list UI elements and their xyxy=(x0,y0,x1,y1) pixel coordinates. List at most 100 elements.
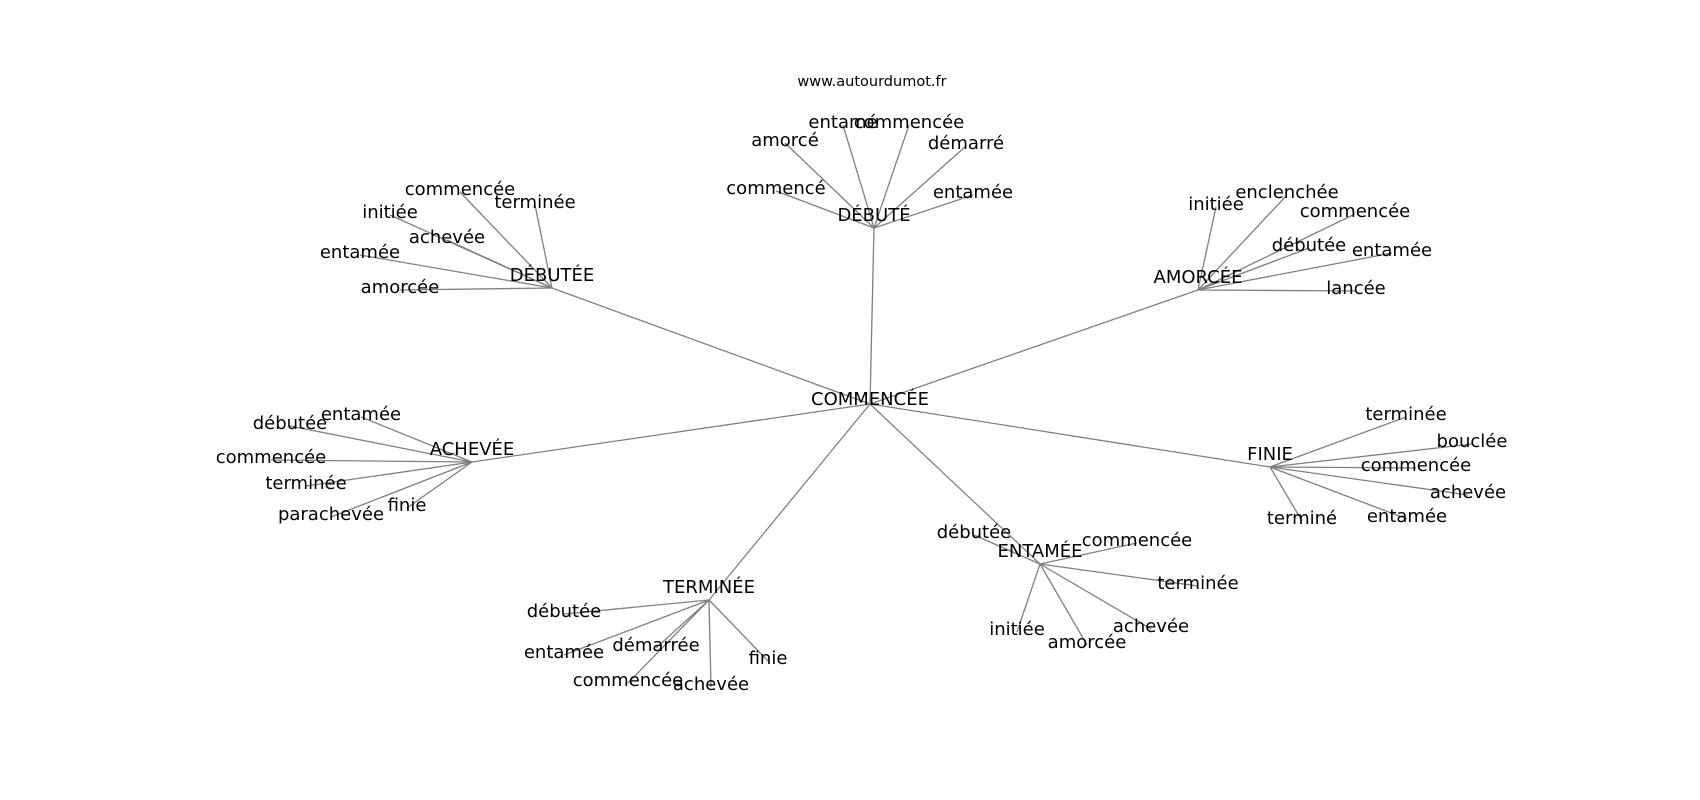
leaf-word-finie[interactable]: finie xyxy=(749,648,788,669)
edge-center-debutee xyxy=(551,287,871,405)
hub-word-finie[interactable]: FINIE xyxy=(1247,444,1293,465)
edge-debutee-commencee xyxy=(459,191,553,289)
edge-debute-commencee xyxy=(873,124,910,229)
leaf-word-entame[interactable]: entamé xyxy=(808,112,877,133)
leaf-word-debutee[interactable]: débutée xyxy=(527,601,602,622)
leaf-word-entamee[interactable]: entamée xyxy=(524,642,604,663)
watermark-text: www.autourdumot.fr xyxy=(797,74,946,90)
leaf-word-terminee[interactable]: terminée xyxy=(1365,404,1446,425)
leaf-word-commence[interactable]: commencé xyxy=(726,178,825,199)
edge-center-achevee xyxy=(471,403,871,463)
edge-finie-commencee xyxy=(1269,466,1417,469)
leaf-word-commencee[interactable]: commencée xyxy=(216,447,327,468)
edge-achevee-debutee xyxy=(289,425,473,463)
edge-terminee-debutee xyxy=(563,599,710,615)
edge-center-debute xyxy=(869,227,875,405)
hub-word-amorcee[interactable]: AMORCÉE xyxy=(1154,266,1243,288)
leaf-word-debutee[interactable]: débutée xyxy=(937,522,1012,543)
leaf-word-amorcee[interactable]: amorcée xyxy=(361,277,440,298)
leaf-word-initiee[interactable]: initiée xyxy=(1188,194,1244,215)
edge-achevee-terminee xyxy=(305,461,473,487)
leaf-word-initiee[interactable]: initiée xyxy=(362,202,418,223)
edge-amorcee-enclenchee xyxy=(1197,194,1288,291)
leaf-word-parachevee[interactable]: parachevée xyxy=(278,504,384,525)
leaf-word-entamee[interactable]: entamée xyxy=(1367,506,1447,527)
leaf-word-commencee[interactable]: commencée xyxy=(1082,530,1193,551)
edge-debute-entame xyxy=(842,124,875,229)
leaf-word-amorcee[interactable]: amorcée xyxy=(1048,632,1127,653)
edge-center-terminee xyxy=(708,403,871,601)
leaf-word-termine[interactable]: terminé xyxy=(1267,508,1337,529)
leaf-word-lancee[interactable]: lancée xyxy=(1326,278,1385,299)
leaf-word-commencee[interactable]: commencée xyxy=(1300,201,1411,222)
edge-terminee-entamee xyxy=(563,599,710,656)
edge-debute-entamee xyxy=(873,194,974,229)
edge-amorcee-entamee xyxy=(1197,252,1393,291)
leaf-word-entamee[interactable]: entamée xyxy=(320,242,400,263)
edge-achevee-parachevee xyxy=(330,461,473,518)
edge-amorcee-commencee xyxy=(1197,213,1356,291)
leaf-word-achevee[interactable]: achevée xyxy=(673,674,749,695)
edge-entamee-debutee xyxy=(973,534,1041,565)
edge-terminee-commencee xyxy=(627,599,710,684)
edge-entamee-amorcee xyxy=(1039,563,1088,646)
leaf-word-commencee[interactable]: commencée xyxy=(405,179,516,200)
leaf-word-achevee[interactable]: achevée xyxy=(1430,482,1506,503)
edge-terminee-demarree xyxy=(655,599,710,649)
leaf-word-commencee[interactable]: commencée xyxy=(573,670,684,691)
edge-terminee-achevee xyxy=(708,599,712,688)
leaf-word-finie[interactable]: finie xyxy=(388,495,427,516)
edge-entamee-commencee xyxy=(1039,542,1138,565)
leaf-word-achevee[interactable]: achevée xyxy=(1113,616,1189,637)
leaf-word-enclenchee[interactable]: enclenchée xyxy=(1235,182,1338,203)
edge-center-finie xyxy=(869,403,1271,468)
edge-finie-achevee xyxy=(1269,466,1469,496)
leaf-word-commencee[interactable]: commencée xyxy=(1361,455,1472,476)
leaf-word-demarre[interactable]: démarré xyxy=(928,133,1004,154)
edge-debute-amorce xyxy=(784,142,875,229)
center-word[interactable]: COMMENCÉE xyxy=(811,388,929,410)
leaf-word-bouclee[interactable]: bouclée xyxy=(1437,431,1508,452)
edge-finie-termine xyxy=(1269,466,1303,522)
edge-debute-demarre xyxy=(873,145,967,229)
leaf-word-debutee[interactable]: débutée xyxy=(253,413,328,434)
leaf-word-terminee[interactable]: terminée xyxy=(1157,573,1238,594)
edge-center-entamee xyxy=(869,403,1041,565)
leaf-word-entamee[interactable]: entamée xyxy=(1352,240,1432,261)
hub-word-terminee[interactable]: TERMINÉE xyxy=(662,576,755,598)
edge-entamee-achevee xyxy=(1039,563,1152,630)
edge-amorcee-debutee xyxy=(1197,247,1310,291)
leaf-word-entamee[interactable]: entamée xyxy=(321,404,401,425)
edge-amorcee-lancee xyxy=(1197,289,1357,292)
leaf-word-terminee[interactable]: terminée xyxy=(265,473,346,494)
leaf-word-achevee[interactable]: achevée xyxy=(409,227,485,248)
hub-word-achevee[interactable]: ACHEVÉE xyxy=(430,438,515,460)
edge-terminee-finie xyxy=(708,599,769,662)
leaf-word-initiee[interactable]: initiée xyxy=(989,619,1045,640)
edge-finie-entamee xyxy=(1269,466,1408,520)
edge-entamee-terminee xyxy=(1039,563,1199,587)
edge-debute-commence xyxy=(775,190,875,229)
leaf-word-debutee[interactable]: débutée xyxy=(1272,235,1347,256)
edge-debutee-terminee xyxy=(534,204,553,289)
leaf-word-entamee[interactable]: entamée xyxy=(933,182,1013,203)
hub-word-debute[interactable]: DÉBUTÉ xyxy=(837,204,910,226)
leaf-word-commencee[interactable]: commencée xyxy=(854,112,965,133)
leaf-word-terminee[interactable]: terminée xyxy=(494,192,575,213)
graph-edges xyxy=(270,124,1473,688)
edge-achevee-finie xyxy=(406,461,473,509)
hub-word-entamee[interactable]: ENTAMÉE xyxy=(997,540,1082,562)
edge-debutee-entamee xyxy=(359,254,553,289)
edge-debutee-amorcee xyxy=(399,287,553,291)
hub-word-debutee[interactable]: DÉBUTÉE xyxy=(510,264,595,286)
edge-amorcee-initiee xyxy=(1197,206,1217,291)
edge-achevee-commencee xyxy=(270,459,473,463)
leaf-word-amorce[interactable]: amorcé xyxy=(751,130,819,151)
graph-labels: commencéamorcéentamécommencéedémarréenta… xyxy=(216,112,1508,695)
edge-achevee-entamee xyxy=(360,416,473,463)
edge-entamee-initiee xyxy=(1016,563,1041,633)
leaf-word-demarree[interactable]: démarrée xyxy=(612,635,699,656)
edge-center-amorcee xyxy=(869,289,1199,405)
edge-finie-terminee xyxy=(1269,416,1407,468)
